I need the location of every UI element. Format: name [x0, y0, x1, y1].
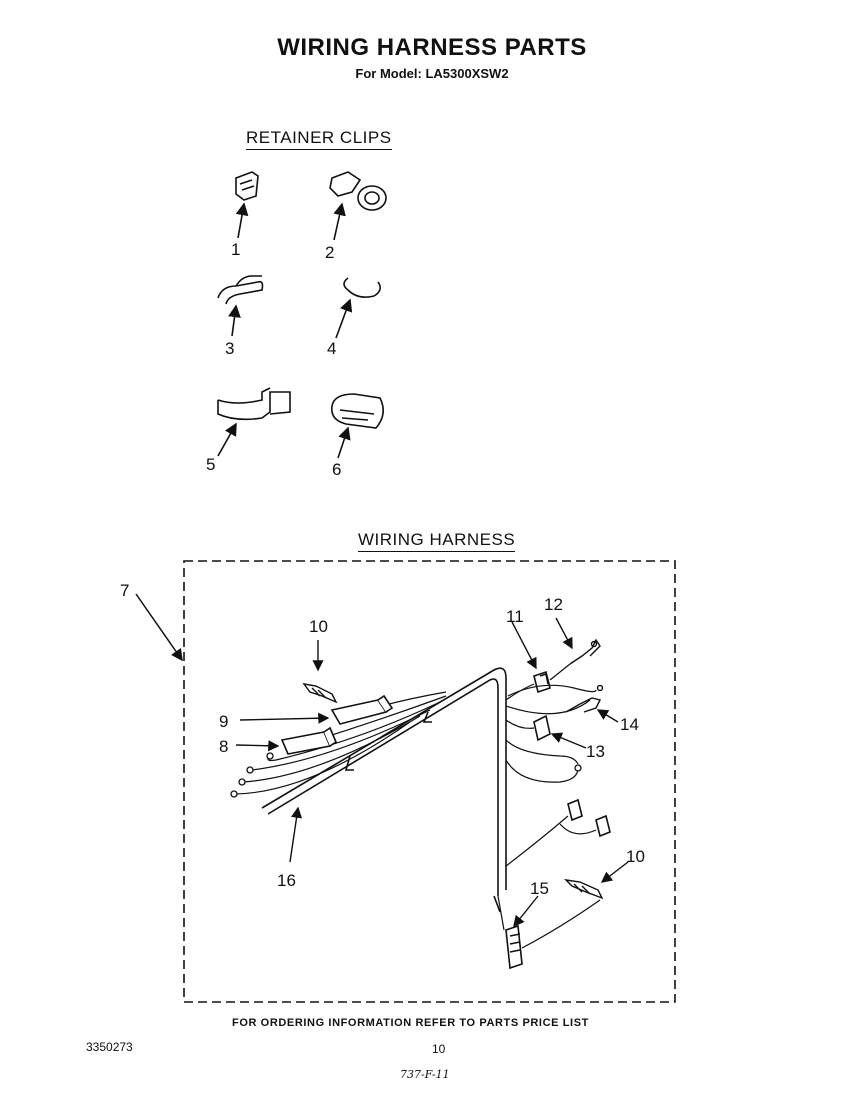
terminal-10-upper — [302, 683, 338, 704]
wire-end-terminals — [230, 752, 274, 798]
page-title: WIRING HARNESS PARTS — [277, 34, 587, 61]
leader-15 — [513, 895, 539, 928]
callout-6: 6 — [332, 460, 341, 479]
connector-11 — [533, 670, 551, 694]
wiring-harness-heading: WIRING HARNESS — [358, 530, 516, 552]
callout-4: 4 — [327, 339, 336, 358]
retainer-clip-2 — [329, 171, 387, 241]
retainer-clips-heading: RETAINER CLIPS — [246, 128, 392, 150]
retainer-clip-4 — [335, 277, 382, 339]
callout-1: 1 — [231, 240, 240, 259]
terminal-10-lower — [564, 879, 604, 900]
harness-strap-16 — [344, 711, 432, 771]
document-number: 3350273 — [86, 1040, 133, 1054]
callout-9: 9 — [219, 712, 228, 731]
callout-3: 3 — [225, 339, 234, 358]
leader-7 — [135, 593, 183, 662]
harness-trunk — [261, 667, 507, 913]
leader-12 — [555, 617, 573, 650]
connector-13 — [533, 714, 551, 742]
callout-13: 13 — [586, 742, 605, 761]
leader-10-lower — [600, 861, 629, 883]
callout-5: 5 — [206, 455, 215, 474]
callout-14: 14 — [620, 715, 639, 734]
model-subtitle: For Model: LA5300XSW2 — [355, 66, 509, 81]
ordering-note: FOR ORDERING INFORMATION REFER TO PARTS … — [232, 1017, 589, 1029]
terminal-12 — [569, 638, 601, 665]
terminal-block-15 — [505, 924, 523, 970]
handwritten-code: 737-F-11 — [400, 1068, 450, 1081]
leader-14 — [596, 709, 619, 723]
connector-8 — [280, 726, 337, 755]
leader-9 — [239, 712, 330, 724]
callout-8: 8 — [219, 737, 228, 756]
callout-10-lower: 10 — [626, 847, 645, 866]
connector-9 — [330, 694, 394, 725]
leader-13 — [550, 732, 587, 749]
callout-11: 11 — [506, 607, 524, 626]
leader-16 — [289, 806, 303, 863]
leader-11 — [511, 621, 537, 670]
leader-8 — [235, 740, 280, 752]
harness-dashed-box — [183, 560, 676, 1003]
right-connectors — [567, 798, 611, 838]
page-number: 10 — [432, 1042, 446, 1056]
callout-15: 15 — [530, 879, 549, 898]
retainer-clip-1 — [235, 171, 259, 239]
callout-10-upper: 10 — [309, 617, 328, 636]
callout-16: 16 — [277, 871, 296, 890]
terminal-14 — [565, 684, 604, 713]
callout-12: 12 — [544, 595, 563, 614]
callout-2: 2 — [325, 243, 334, 262]
retainer-clip-6 — [330, 393, 384, 459]
retainer-clip-3 — [217, 275, 264, 337]
callout-7: 7 — [120, 581, 129, 600]
retainer-clip-5 — [217, 387, 291, 457]
